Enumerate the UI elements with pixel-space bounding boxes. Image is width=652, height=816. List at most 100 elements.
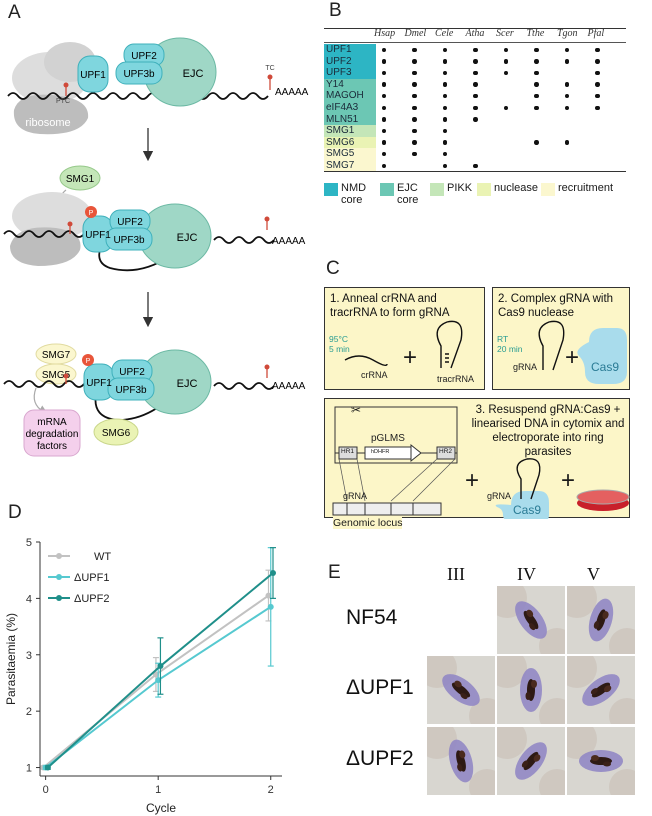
grna-label-1: gRNA <box>513 362 538 372</box>
upf2-label-1: UPF2 <box>131 51 157 62</box>
ejc-label-2: EJC <box>177 232 198 244</box>
parasite-image <box>497 656 565 724</box>
upf3b-shape-1 <box>115 61 163 85</box>
table-row: eIF4A3 <box>324 102 626 114</box>
legend-label-recruit: recruitment <box>558 182 614 194</box>
presence-dot <box>564 93 570 99</box>
micrograph-cell <box>497 586 565 654</box>
presence-dot <box>564 59 570 64</box>
data-point <box>155 677 162 684</box>
gene-name-smg6: SMG6 <box>324 136 376 149</box>
strain-label-0: NF54 <box>346 606 398 629</box>
presence-dot <box>473 70 478 76</box>
upf2-label-3: UPF2 <box>119 367 145 378</box>
presence-dot <box>381 70 387 76</box>
gene-name-mln51: MLN51 <box>324 113 376 126</box>
tc-marker-icon <box>267 74 273 80</box>
ptc-label: PTC <box>56 98 70 105</box>
species-cele: Cele <box>435 28 454 39</box>
step3-title-1: 3. Resuspend gRNA:Cas9 + <box>475 404 621 416</box>
x-axis-label: Cycle <box>146 801 176 815</box>
presence-dot <box>442 105 448 110</box>
gene-name-upf3: UPF3 <box>324 67 376 79</box>
presence-dot <box>442 70 448 76</box>
presence-dot <box>503 47 509 52</box>
species-scer: Scer <box>496 28 514 39</box>
presence-dot <box>473 93 478 99</box>
y-tick-label: 4 <box>26 593 32 605</box>
species-pfal: Pfal <box>587 28 605 39</box>
legend-label-series-0: WT <box>94 551 111 563</box>
presence-dot <box>442 128 448 134</box>
legend-marker-2 <box>56 595 62 601</box>
presence-dot <box>412 47 417 52</box>
micrograph-cell <box>427 656 495 724</box>
ribosome-label: ribosome <box>25 117 70 129</box>
panel-letter-e: E <box>328 562 341 583</box>
rna-sketch <box>344 320 463 369</box>
legend-swatch-ejc <box>380 183 394 196</box>
micrograph-cell <box>497 656 565 724</box>
smg6-label: SMG6 <box>102 428 131 439</box>
presence-dot <box>442 151 448 157</box>
presence-dot <box>564 140 570 145</box>
presence-dot <box>595 105 600 110</box>
upf3b-label-3: UPF3b <box>115 385 147 396</box>
table-row: SMG7 <box>324 160 626 172</box>
polya-label-3: AAAAA <box>272 381 306 392</box>
presence-dot <box>381 105 387 110</box>
upf3b-label-2: UPF3b <box>113 235 145 246</box>
presence-dot <box>534 70 539 76</box>
legend-label-nuclease: nuclease <box>494 182 539 194</box>
presence-dot <box>595 59 600 64</box>
micrograph-cell <box>567 586 635 654</box>
plasmid-outline <box>334 406 458 464</box>
presence-dot <box>595 70 600 76</box>
presence-dot <box>381 128 387 134</box>
table-head-rule <box>324 42 626 43</box>
table-row: SMG1 <box>324 125 626 137</box>
polya-label-2: AAAAA <box>272 236 306 247</box>
table-row: SMG6 <box>324 136 626 149</box>
data-point <box>44 764 51 771</box>
presence-dot <box>595 82 600 87</box>
phospho-icon-2 <box>82 354 94 366</box>
cas9-label-1: Cas9 <box>591 360 620 374</box>
step3-title-3: electroporate into ring parasites <box>492 432 604 458</box>
step1-title-1: 1. Anneal crRNA and <box>330 293 437 305</box>
decay-label-1: mRNA <box>37 417 67 428</box>
panel-letter-d: D <box>8 502 22 523</box>
parasite-image <box>427 656 495 724</box>
presence-dot <box>442 59 448 64</box>
parasite-image <box>567 727 635 795</box>
ribosome-shape <box>13 94 89 135</box>
presence-dot <box>503 70 509 76</box>
presence-dot <box>442 117 448 122</box>
legend-swatch-nuclease <box>477 183 491 196</box>
parasite-image <box>497 727 565 795</box>
presence-dot <box>534 105 539 110</box>
stage-label-v: V <box>587 564 600 584</box>
presence-dot <box>473 105 478 110</box>
presence-dot <box>595 93 600 99</box>
panel-letter-c: C <box>326 258 340 279</box>
ejc-label-1: EJC <box>183 68 204 80</box>
smg5-label: SMG5 <box>42 370 71 381</box>
gene-name-smg7: SMG7 <box>324 160 376 172</box>
species-atha: Atha <box>465 28 485 39</box>
gene-name-y14: Y14 <box>324 78 376 91</box>
y-tick-label: 3 <box>26 650 32 662</box>
table-top-rule <box>324 28 626 29</box>
step3-plus-1: + <box>465 467 480 494</box>
step2-title-1: 2. Complex gRNA with <box>498 293 614 305</box>
hr1-label: HR1 <box>341 448 355 455</box>
step2-temp: RT <box>497 334 509 344</box>
data-point <box>157 663 164 670</box>
tc-label: TC <box>265 65 274 72</box>
upf1-label-2: UPF1 <box>85 230 111 241</box>
cas9-shape-2 <box>495 491 549 519</box>
presence-dot <box>564 105 570 110</box>
step1-box: 1. Anneal crRNA and tracrRNA to form gRN… <box>324 287 485 390</box>
parasite-image <box>497 586 565 654</box>
